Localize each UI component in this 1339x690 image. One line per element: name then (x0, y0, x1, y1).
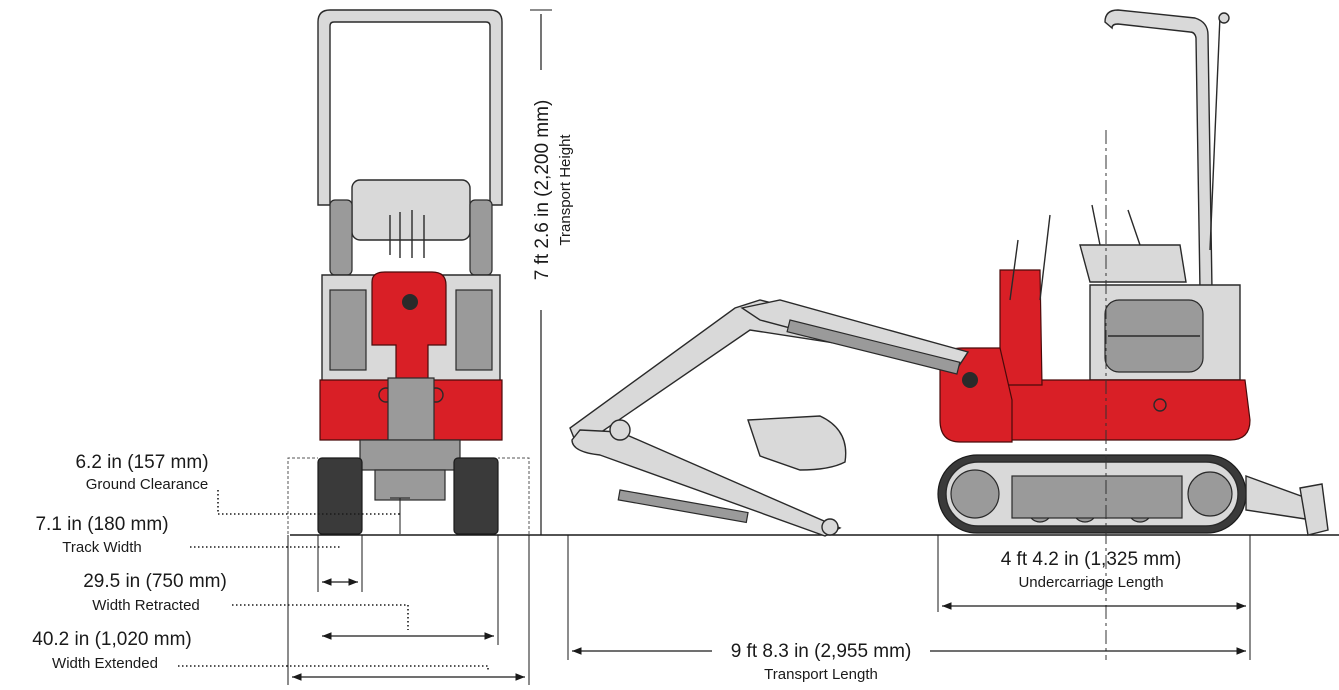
transport-height-value: 7 ft 2.6 in (2,200 mm) (532, 100, 553, 281)
width-extended-name: Width Extended (52, 655, 158, 672)
undercarriage-length-name: Undercarriage Length (1018, 574, 1163, 591)
undercarriage-length-value: 4 ft 4.2 in (1,325 mm) (1001, 549, 1182, 570)
transport-length-name: Transport Length (764, 666, 878, 683)
track-width-value: 7.1 in (180 mm) (35, 514, 168, 535)
width-extended-value: 40.2 in (1,020 mm) (32, 629, 191, 650)
track-width-name: Track Width (62, 539, 141, 556)
width-retracted-name: Width Retracted (92, 597, 200, 614)
transport-height-name: Transport Height (557, 134, 574, 246)
transport-length-value: 9 ft 8.3 in (2,955 mm) (731, 641, 912, 662)
excavator-front-view-icon (287, 9, 530, 535)
ground-clearance-value: 6.2 in (157 mm) (75, 452, 208, 473)
excavator-side-view-icon (569, 9, 1329, 537)
width-retracted-value: 29.5 in (750 mm) (83, 571, 227, 592)
ground-clearance-name: Ground Clearance (86, 476, 209, 493)
